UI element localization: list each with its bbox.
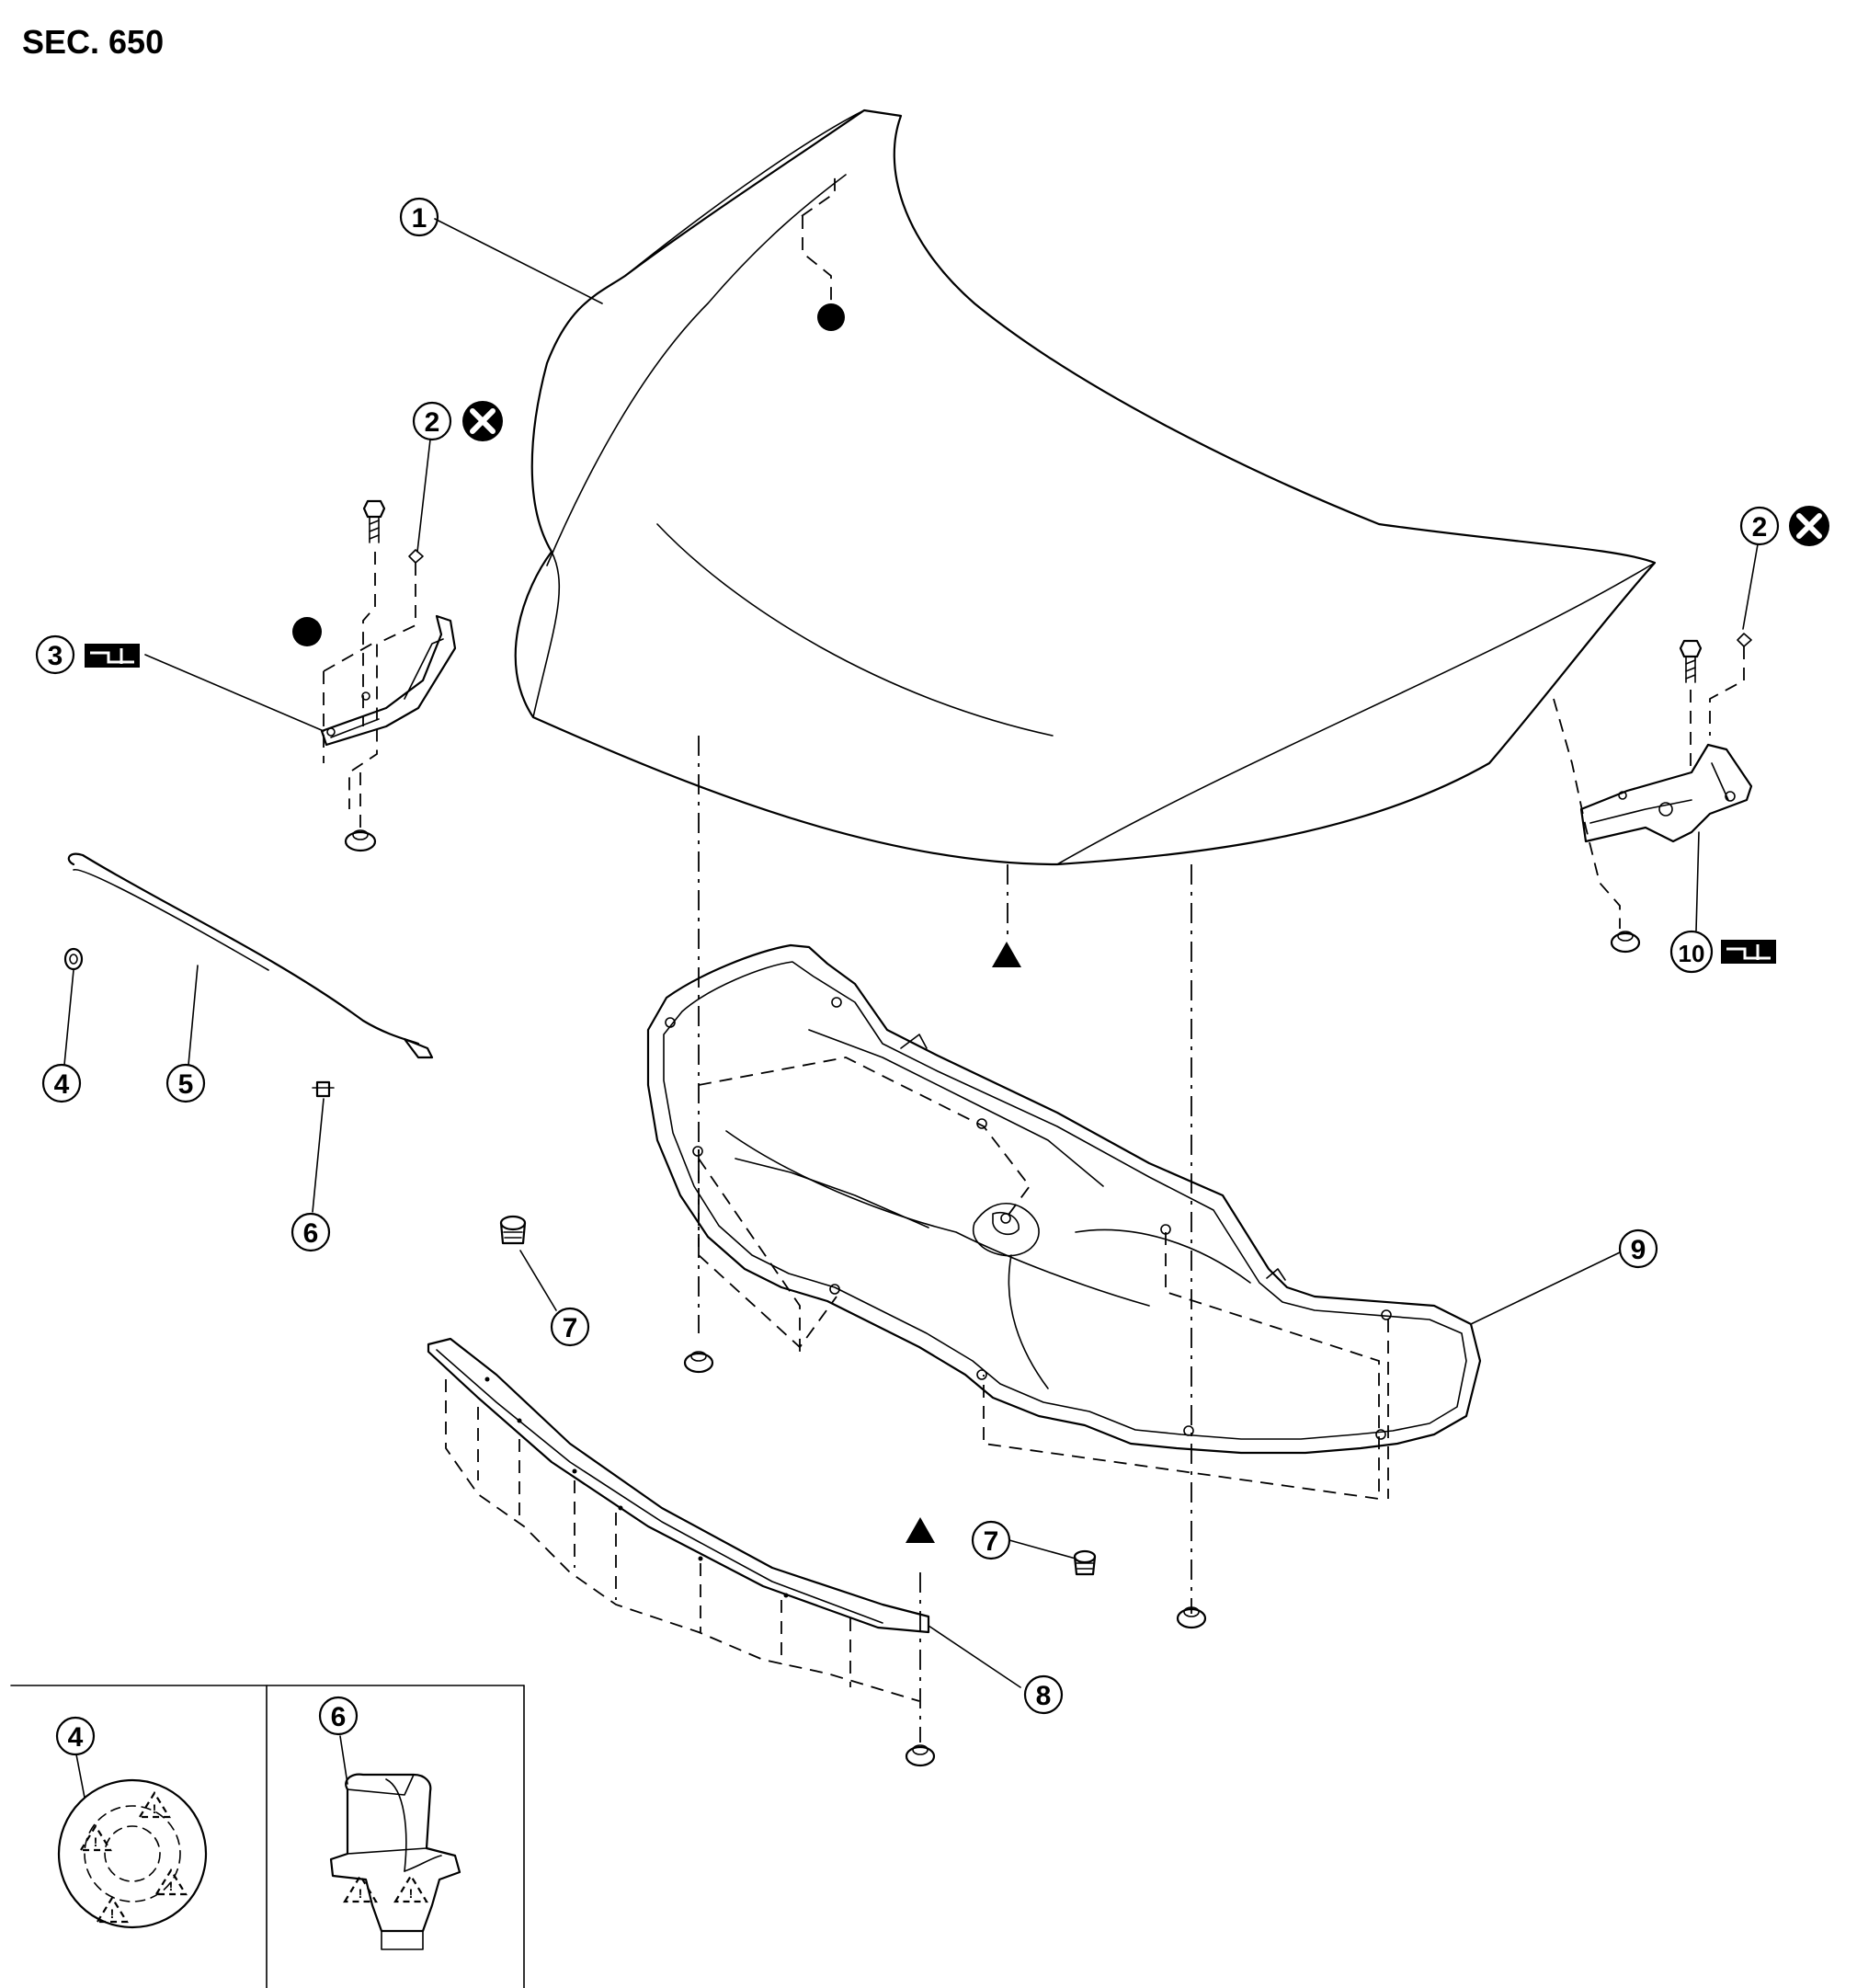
svg-text:!: ! [169, 1879, 174, 1893]
svg-text:!: ! [409, 1886, 414, 1901]
svg-text:!: ! [153, 1801, 157, 1816]
callout-9: 9 [1470, 1228, 1658, 1325]
filled-triangle-icon [992, 942, 1021, 967]
svg-text:9: 9 [1631, 1235, 1646, 1265]
apply-dot-hood [817, 303, 845, 331]
callout-10: 10 [1669, 831, 1714, 974]
hinge-bolt-right [1679, 639, 1703, 683]
hinge-nut-left [344, 829, 377, 852]
apply-dot-hinge-left [292, 617, 322, 646]
detail-callout-4: 4 [55, 1716, 96, 1799]
svg-text:2: 2 [1752, 512, 1768, 543]
adjust-icon [85, 644, 140, 668]
svg-text:8: 8 [1036, 1681, 1052, 1711]
svg-text:!: ! [110, 1906, 115, 1921]
svg-text:7: 7 [984, 1526, 999, 1557]
callout-2-right: 2 [1739, 506, 1780, 630]
hood-insulator [646, 943, 1482, 1455]
adjust-icon [1721, 940, 1776, 964]
svg-text:5: 5 [178, 1069, 194, 1100]
rod-grommet [63, 947, 84, 971]
svg-text:4: 4 [68, 1722, 84, 1753]
dashed-triangle-icon [79, 1790, 188, 1924]
svg-text:6: 6 [331, 1702, 347, 1732]
callout-1: 1 [399, 197, 603, 304]
x-circle-icon [462, 401, 503, 441]
callout-4: 4 [41, 969, 82, 1103]
hood-hinge-right [1579, 743, 1753, 843]
hinge-bolt-left [362, 499, 386, 543]
svg-text:3: 3 [48, 641, 63, 671]
filled-triangle-icon [906, 1517, 935, 1543]
svg-text:2: 2 [425, 407, 440, 438]
hinge-nut-right [1610, 931, 1641, 954]
insulator-clip-right [1176, 1606, 1207, 1629]
svg-text:6: 6 [303, 1218, 319, 1249]
seal-clip [905, 1744, 936, 1767]
hood-front-seal [427, 1337, 930, 1634]
svg-text:10: 10 [1679, 940, 1705, 967]
hood-hinge-left [320, 614, 457, 747]
rod-clip [312, 1080, 335, 1098]
hood-panel [514, 109, 1657, 866]
detail-panel-frame [10, 1685, 525, 1988]
svg-text:1: 1 [412, 203, 427, 234]
section-label: SEC. 650 [22, 23, 164, 61]
svg-text:4: 4 [54, 1069, 70, 1100]
svg-text:!: ! [359, 1886, 363, 1901]
callout-3: 3 [35, 634, 325, 732]
callout-5: 5 [165, 965, 206, 1103]
x-circle-icon [1789, 506, 1829, 546]
detail-6: ! ! [329, 1773, 461, 1950]
dashed-triangle-icon [343, 1873, 428, 1903]
detail-callout-6: 6 [318, 1696, 359, 1785]
washer-left [408, 549, 424, 564]
svg-text:7: 7 [563, 1313, 578, 1343]
detail-4: ! ! ! ! [57, 1778, 208, 1929]
callout-8: 8 [928, 1625, 1064, 1715]
washer-right [1737, 633, 1752, 647]
hood-bumper-rubber-left [499, 1215, 527, 1245]
callout-2-left: 2 [412, 401, 452, 553]
svg-text:!: ! [94, 1834, 98, 1849]
insulator-clip-left [683, 1351, 714, 1374]
hood-support-rod [67, 852, 434, 1059]
callout-7-right: 7 [971, 1520, 1077, 1560]
callout-7-left: 7 [519, 1250, 590, 1347]
hood-bumper-rubber-right [1073, 1549, 1097, 1576]
callout-6: 6 [291, 1098, 331, 1252]
